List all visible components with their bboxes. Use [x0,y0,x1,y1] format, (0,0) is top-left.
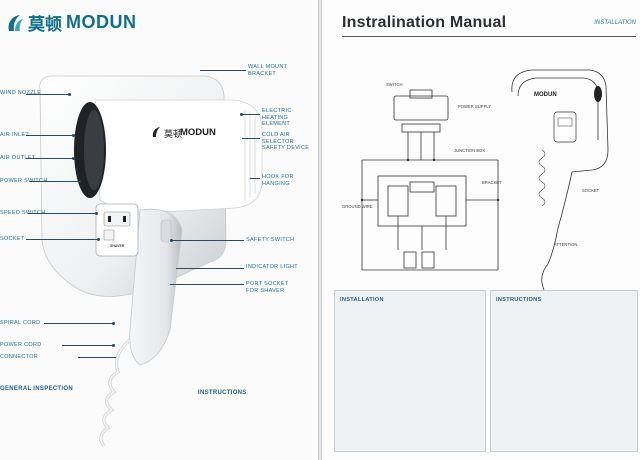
leader-line [242,114,260,115]
callout-socket: SOCKET [0,236,25,242]
diagram-label-junction-box: JUNCTION BOX [454,148,486,153]
hair-dryer-illustration [39,75,263,447]
leader-dot [72,134,75,137]
leader-line [170,284,244,285]
dryer-brand-chinese: 莫顿 [164,130,183,140]
instructions-heading: INSTRUCTIONS [198,390,247,396]
left-page: 莫顿 MODUN [0,0,318,460]
leader-line [62,345,114,346]
brand-chinese-name: 莫顿 [28,15,62,35]
manual-subtitle: INSTALLATION [594,20,636,26]
installation-heading: INSTALLATION [340,297,384,303]
right-page: Instralination Manual INSTALLATION [322,0,640,460]
leader-dot [68,93,71,96]
leader-line [26,135,74,136]
callout-air-outlet: AIR OUTLET [0,155,36,161]
leader-line [176,268,244,269]
socket-label-text: SHAVER [110,244,125,248]
callout-connector: CONNECTOR [0,354,39,360]
callout-hook-for-hanging: HOOK FOR HANGING [262,174,294,187]
annotation-attention: ATTENTION [554,242,578,247]
book-gutter [318,0,322,460]
leader-line [250,178,260,179]
diagram-label-bracket: BRACKET [482,180,502,185]
installation-panel [334,290,486,452]
diagram-label-power-supply: POWER SUPPLY [458,104,492,109]
svg-text:MODUN: MODUN [534,92,557,98]
callout-shaver-port: PORT SOCKET FOR SHAVER [246,281,289,294]
dryer-brand-english: MODUN [180,127,216,138]
callout-spiral-cord: SPIRAL CORD [0,320,41,326]
brand-logo-icon [8,14,23,31]
leader-line [242,138,260,139]
leader-dot [97,238,100,241]
leader-dot [112,322,115,325]
instructions-panel-heading: INSTRUCTIONS [496,297,542,303]
diagram-label-ground-wire: GROUND WIRE [342,204,373,209]
callout-wall-mount-bracket: WALL MOUNT BRACKET [248,64,288,77]
leader-line [26,158,74,159]
diagram-label-socket: SOCKET [582,188,600,193]
leader-dot [72,157,75,160]
leader-dot [112,344,115,347]
title-rule [342,36,636,37]
brand-english-name: MODUN [66,12,137,32]
diagram-label-switch: SWITCH [386,82,403,87]
manual-title: Instralination Manual [342,14,507,31]
instructions-panel [490,290,638,452]
leader-line [28,213,96,214]
leader-dot [170,239,173,242]
callout-wind-nozzle: WIND NOZZLE [0,90,42,96]
leader-dot [240,113,243,116]
callout-air-inlet: AIR INLET [0,132,29,138]
leader-line [200,70,246,71]
brand-header: 莫顿 MODUN [6,10,137,35]
leader-line [26,94,70,95]
callout-heating-element: ELECTRIC HEATING ELEMENT [262,108,292,127]
general-inspection-heading: GENERAL INSPECTION [0,386,73,392]
callout-power-cord: POWER CORD [0,342,42,348]
dryer-logo-icon [152,127,160,137]
leader-line [30,181,80,182]
callout-indicator-light: INDICATOR LIGHT [246,264,298,270]
leader-dot [95,212,98,215]
callout-cold-air-selector: COLD AIR SELECTOR SAFETY DEVICE [262,132,310,151]
leader-line [78,357,116,358]
leader-line [172,240,244,241]
leader-line [26,239,98,240]
wiring-diagram: MODUN [360,69,609,300]
callout-safety-switch: SAFETY SWITCH [246,237,295,243]
leader-dot [78,180,81,183]
leader-line [44,323,114,324]
